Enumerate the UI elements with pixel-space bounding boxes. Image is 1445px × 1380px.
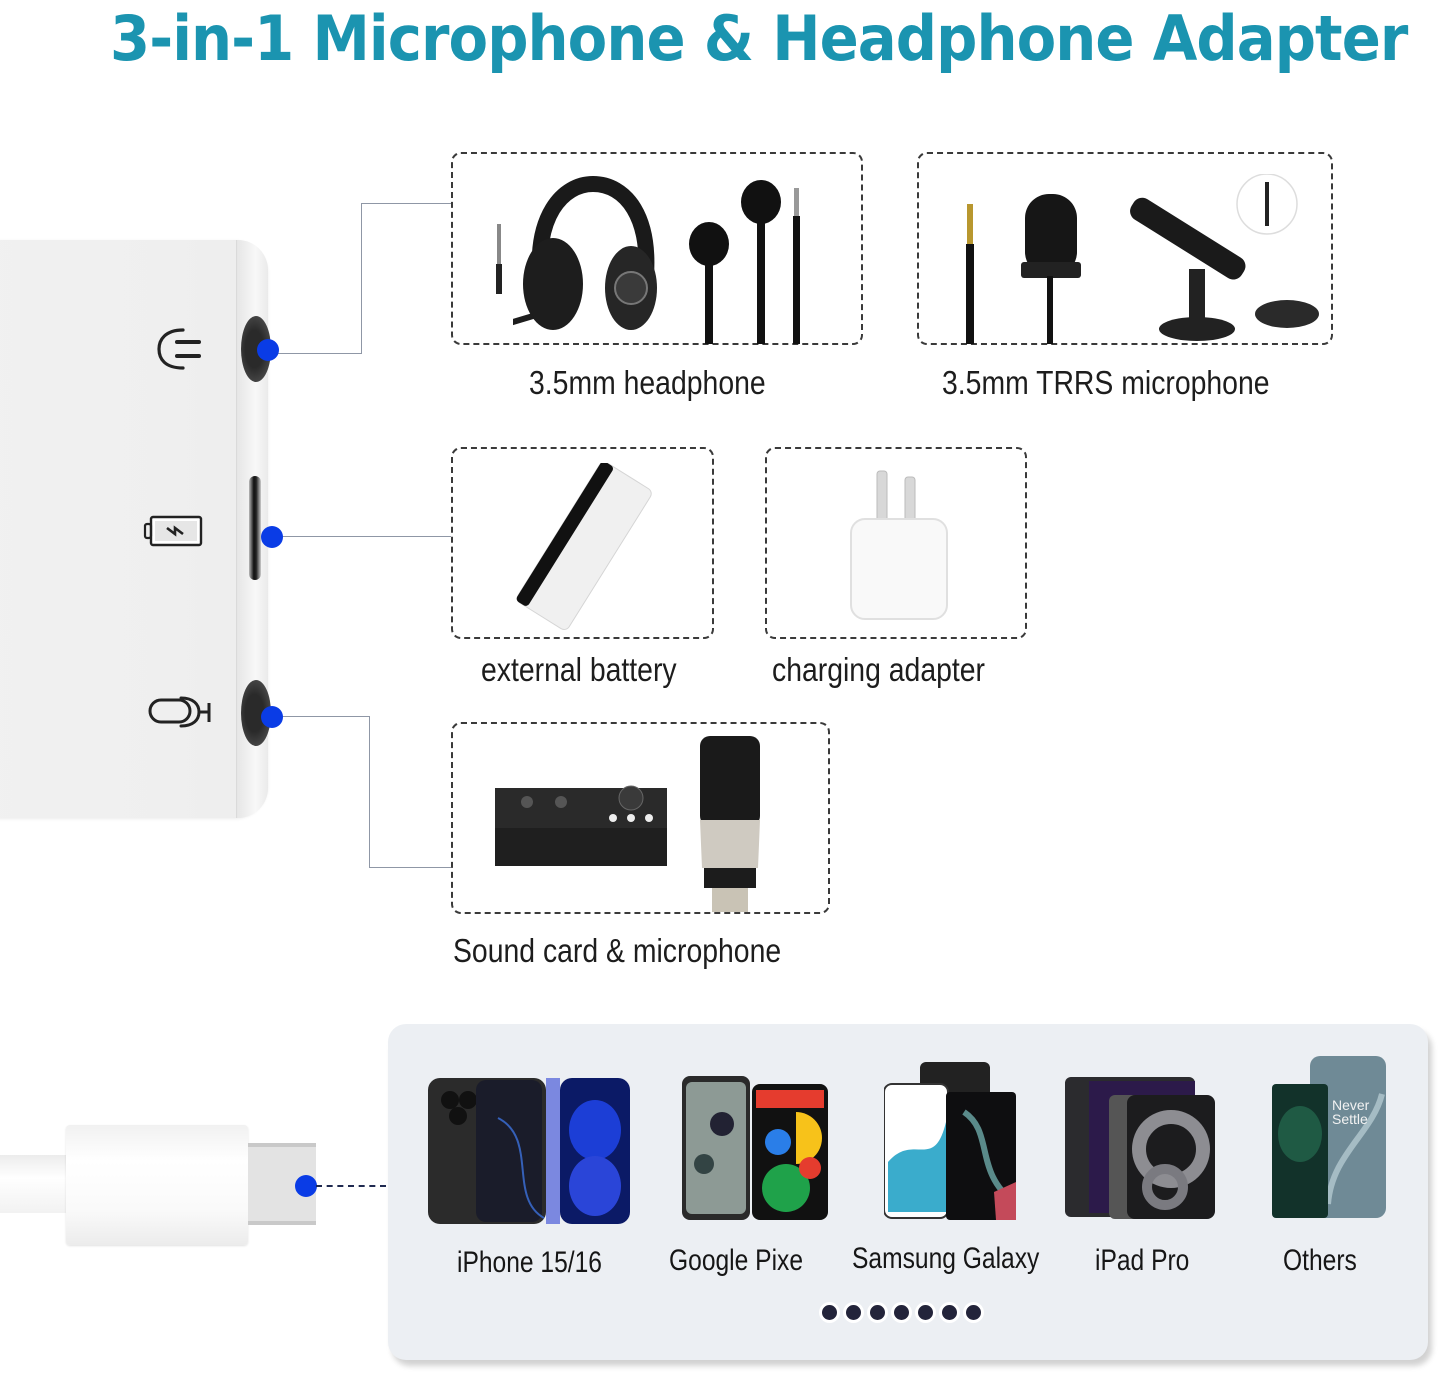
ellipsis-dot xyxy=(822,1305,837,1320)
accessory-card-headphone xyxy=(451,152,863,345)
connector-line-microphone-elbow xyxy=(369,716,452,868)
device-label-google-pixel: Google Pixe xyxy=(669,1244,804,1277)
accessory-label-headphone: 3.5mm headphone xyxy=(529,364,766,401)
earphones-icon xyxy=(689,180,800,344)
connector-dot-microphone xyxy=(261,706,283,728)
condenser-microphone-icon xyxy=(700,736,760,912)
connector-line-headphone xyxy=(268,353,361,354)
samsung-galaxy-device-image xyxy=(884,1062,1016,1220)
lavalier-microphone-icon xyxy=(966,194,1081,344)
ellipsis-dot xyxy=(846,1305,861,1320)
accessory-label-sound-card: Sound card & microphone xyxy=(453,932,782,969)
connector-line-microphone xyxy=(272,716,370,717)
wall-charger-icon xyxy=(850,470,948,620)
accessory-card-charging-adapter xyxy=(765,447,1027,639)
page-title: 3-in-1 Microphone & Headphone Adapter xyxy=(110,2,1408,75)
ellipsis-dot xyxy=(966,1305,981,1320)
ellipsis-dot xyxy=(894,1305,909,1320)
connector-dot-usb-c xyxy=(295,1175,317,1197)
battery-charging-icon xyxy=(143,515,203,547)
audio-interface-icon xyxy=(495,785,667,866)
accessory-card-trrs-microphone xyxy=(917,152,1333,345)
accessory-label-charging-adapter: charging adapter xyxy=(772,651,986,688)
connector-line-charging xyxy=(272,536,452,537)
accessory-label-trrs-microphone: 3.5mm TRRS microphone xyxy=(942,364,1270,401)
never-settle-screen-text: Never xyxy=(1332,1097,1370,1113)
usb-c-plug-housing xyxy=(66,1125,248,1245)
accessory-card-sound-card xyxy=(451,722,830,914)
headphone-icon xyxy=(157,328,201,370)
ellipsis-dot xyxy=(870,1305,885,1320)
device-label-ipad-pro: iPad Pro xyxy=(1095,1244,1190,1277)
shotgun-microphone-icon xyxy=(1130,174,1319,341)
svg-text:Settle: Settle xyxy=(1332,1111,1368,1127)
connector-dot-headphone xyxy=(257,339,279,361)
connector-line-usb-c xyxy=(316,1185,386,1187)
ellipsis-dot xyxy=(918,1305,933,1320)
gaming-headset-icon xyxy=(513,176,657,330)
connector-dot-charging xyxy=(261,526,283,548)
other-phones-device-image: Never Settle xyxy=(1272,1056,1386,1218)
ipad-pro-device-image xyxy=(1065,1077,1215,1219)
connector-line-headphone-elbow xyxy=(361,203,451,354)
accessory-label-external-battery: external battery xyxy=(481,651,677,688)
adapter-body xyxy=(0,240,268,818)
more-devices-indicator xyxy=(822,1305,981,1320)
power-bank-icon xyxy=(516,463,652,630)
iphone-device-image xyxy=(428,1078,630,1224)
usb-c-plug-tip xyxy=(248,1143,316,1225)
google-pixel-device-image xyxy=(682,1076,828,1220)
audio-plug-icon xyxy=(496,224,502,294)
accessory-card-external-battery xyxy=(451,447,714,639)
microphone-icon xyxy=(148,696,211,728)
device-label-samsung-galaxy: Samsung Galaxy xyxy=(852,1242,1040,1275)
ellipsis-dot xyxy=(942,1305,957,1320)
usb-c-charging-slot xyxy=(249,476,261,580)
device-label-iphone: iPhone 15/16 xyxy=(457,1246,602,1279)
device-label-others: Others xyxy=(1283,1244,1357,1277)
